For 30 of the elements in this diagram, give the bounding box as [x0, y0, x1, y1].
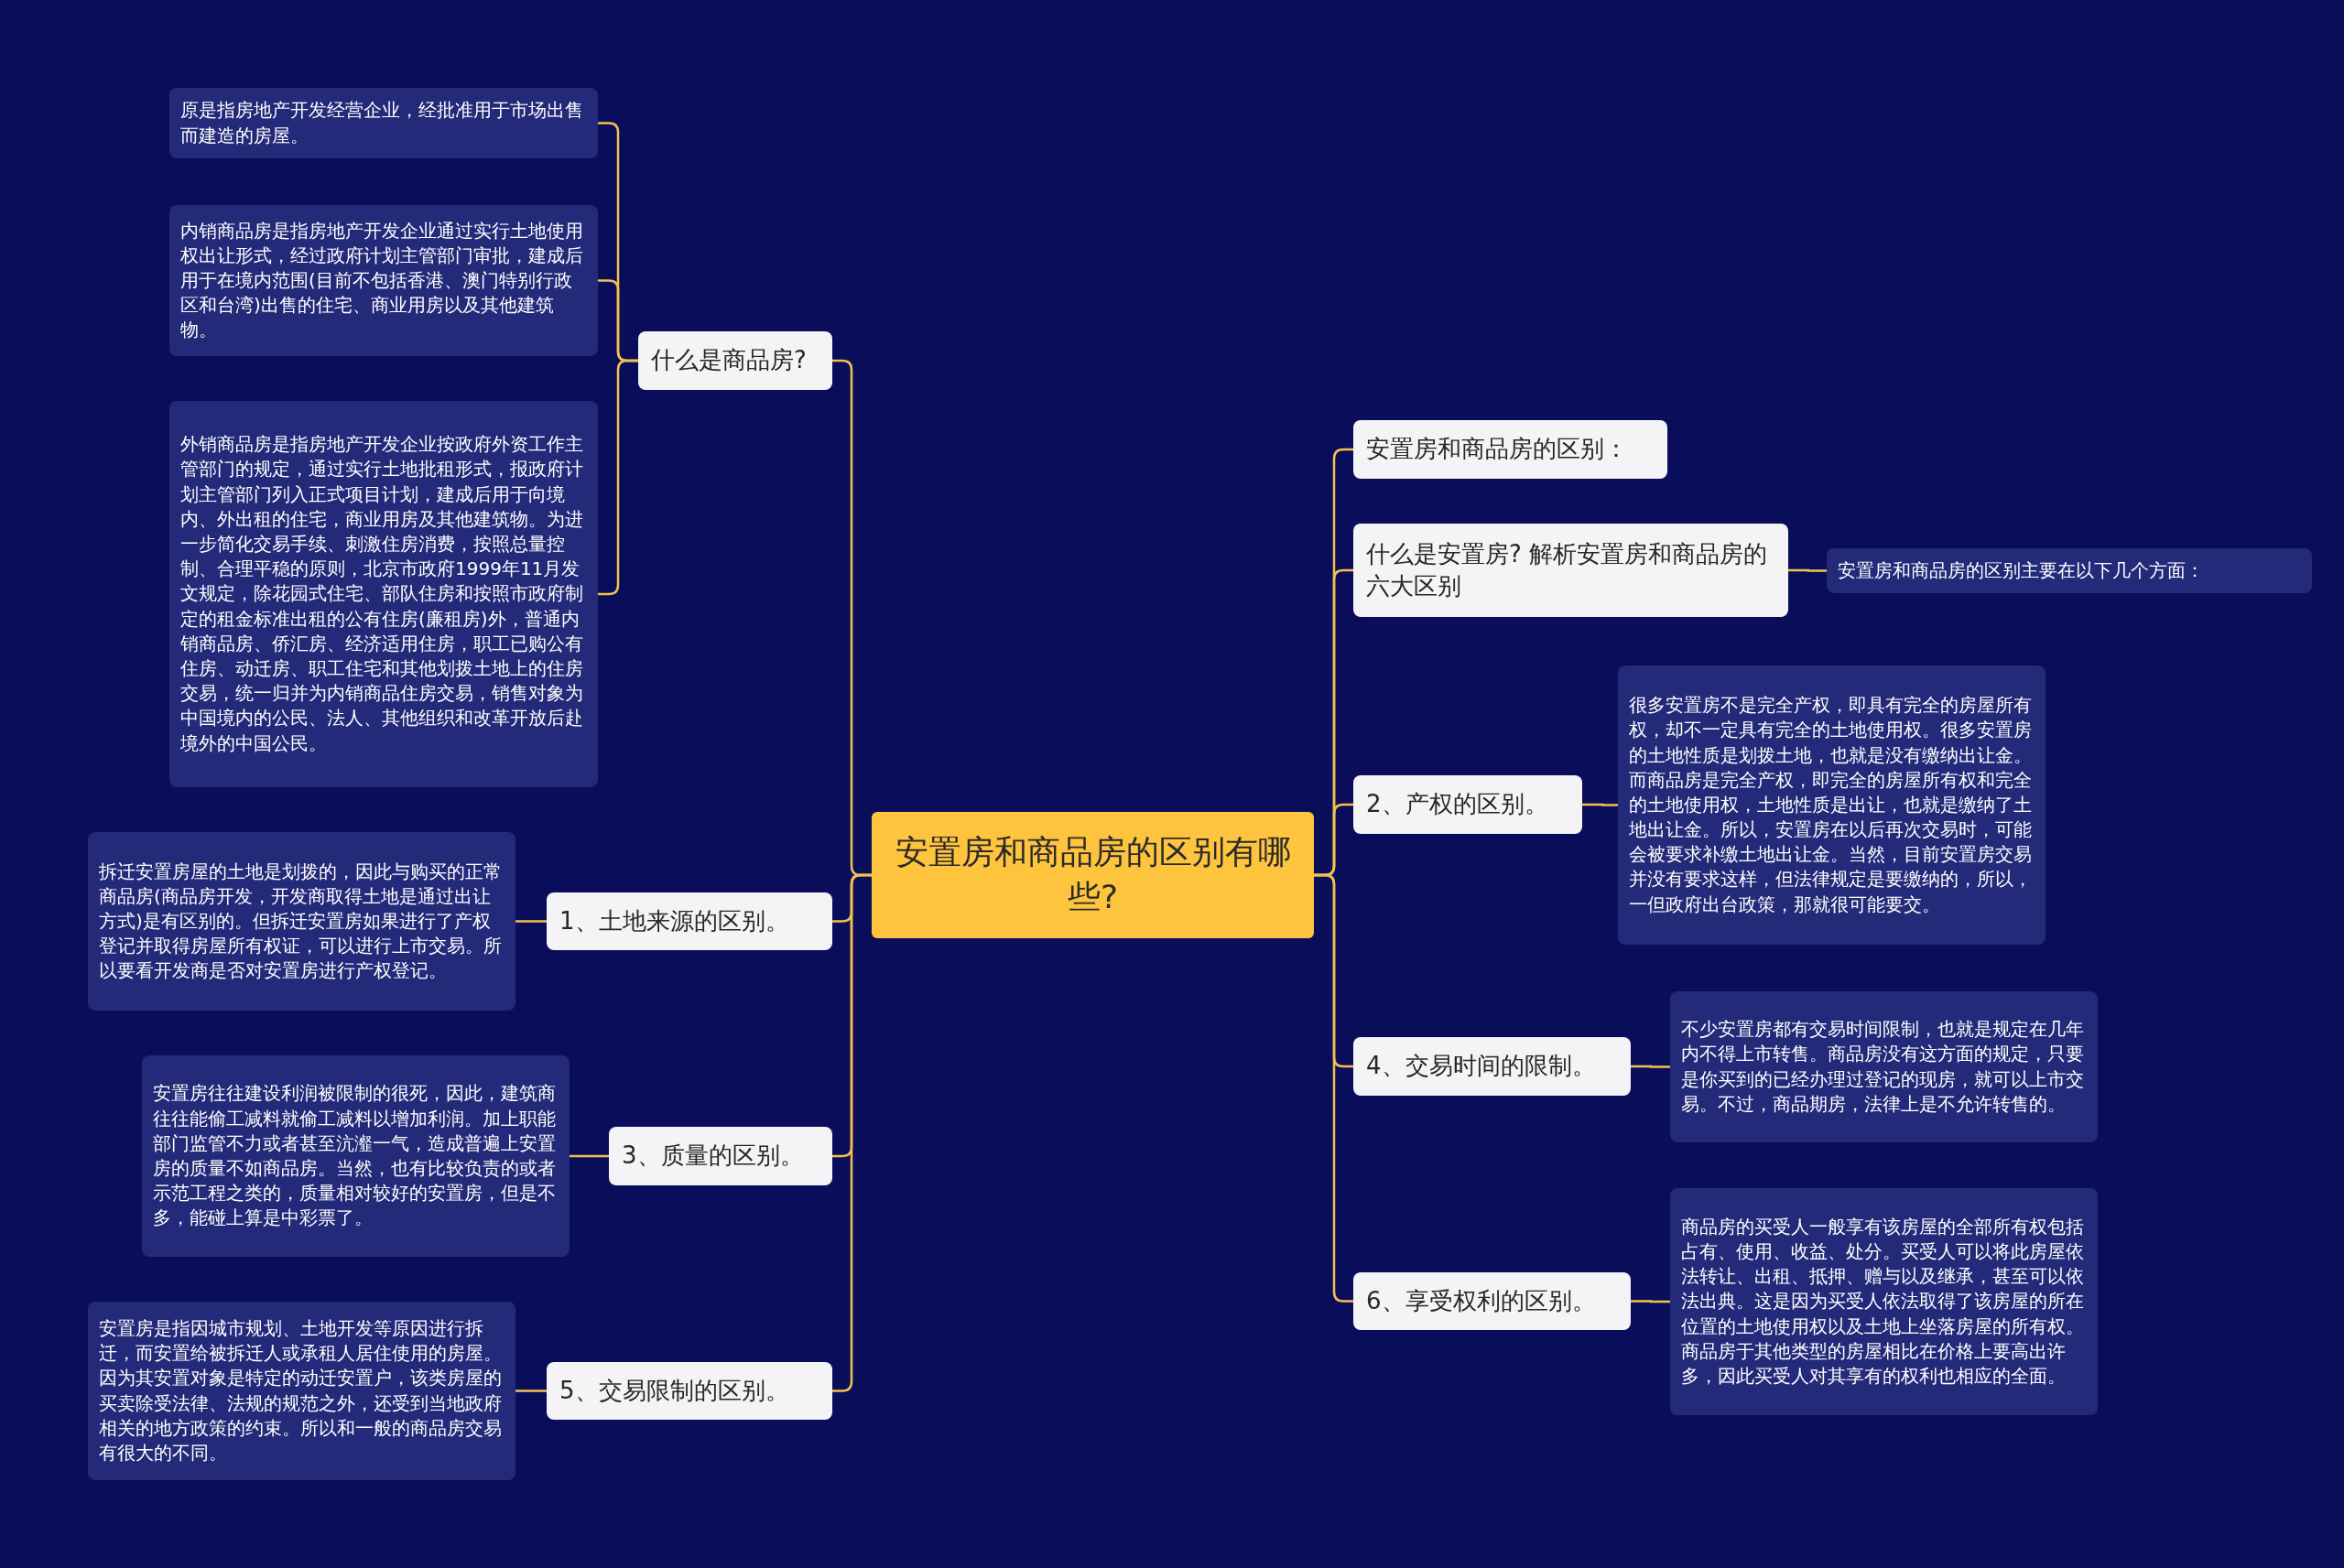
note-box: 安置房是指因城市规划、土地开发等原因进行拆迁，而安置给被拆迁人或承租人居住使用的房屋。因为其安置对象是特定的动迁安置户，该类房屋的买卖除受法律、法规的规范之外，还受到当地政府相关的地方政策的约束。所以和一般的商品房交易有很大的不同。	[88, 1302, 515, 1480]
connector-line	[598, 359, 638, 596]
topic-box: 5、交易限制的区别。	[547, 1362, 832, 1420]
note-box: 内销商品房是指房地产开发企业通过实行土地使用权出让形式，经过政府计划主管部门审批，建成后用于在境内范围(目前不包括香港、澳门特别行政区和台湾)出售的住宅、商业用房以及其他建筑物。	[169, 205, 598, 356]
topic-box: 1、土地来源的区别。	[547, 892, 832, 950]
note-box: 安置房和商品房的区别主要在以下几个方面：	[1827, 548, 2312, 593]
topic-box: 3、质量的区别。	[609, 1127, 832, 1185]
topic-box: 安置房和商品房的区别：	[1353, 420, 1667, 479]
connector-line	[1788, 568, 1827, 572]
note-box: 原是指房地产开发经营企业，经批准用于市场出售而建造的房屋。	[169, 88, 598, 158]
topic-box: 什么是商品房?	[638, 331, 832, 390]
connector-line	[1582, 803, 1618, 806]
connector-line	[1314, 873, 1353, 1303]
connector-line	[515, 1390, 547, 1392]
topic-box: 6、享受权利的区别。	[1353, 1272, 1631, 1330]
connector-line	[1631, 1065, 1670, 1068]
connector-line	[1631, 1300, 1670, 1303]
note-box: 商品房的买受人一般享有该房屋的全部所有权包括占有、使用、收益、处分。买受人可以将此房屋依法转让、出租、抵押、赠与以及继承，甚至可以依法出典。这是因为买受人依法取得了该房屋的所在位置的土地使用权以及土地上坐落房屋的所有权。商品房于其他类型的房屋相比在价格上要高出许多，因此买受人对其享有的权利也相应的全面。	[1670, 1188, 2098, 1415]
note-box: 外销商品房是指房地产开发企业按政府外资工作主管部门的规定，通过实行土地批租形式，报政府计划主管部门列入正式项目计划，建成后用于向境内、外出租的住宅，商业用房及其他建筑物。为进一步简化交易手续、刺激住房消费，按照总量控制、合理平稳的原则，北京市政府1999年11月发文规定，除花园式住宅、部队住房和按照市政府制定的租金标准出租的公有住房(廉租房)外，普通内销商品房、侨汇房、经济适用住房，职工已购公有住房、动迁房、职工住宅和其他划拨土地上的住房交易，统一归并为内销商品住房交易，销售对象为中国境内的公民、法人、其他组织和改革开放后赴境外的中国公民。	[169, 401, 598, 787]
connector-line	[570, 1154, 609, 1158]
topic-box: 2、产权的区别。	[1353, 775, 1582, 834]
topic-box: 4、交易时间的限制。	[1353, 1037, 1631, 1096]
connector-line	[515, 920, 547, 923]
note-box: 安置房往往建设利润被限制的很死，因此，建筑商往往能偷工减料就偷工减料以增加利润。加上职能部门监管不力或者甚至沆瀣一气，造成普遍上安置房的质量不如商品房。当然，也有比较负责的或者示范工程之类的，质量相对较好的安置房，但是不多，能碰上算是中彩票了。	[142, 1055, 570, 1257]
connector-line	[832, 873, 872, 1392]
topic-box: 什么是安置房? 解析安置房和商品房的六大区别	[1353, 524, 1788, 617]
note-box: 不少安置房都有交易时间限制，也就是规定在几年内不得上市转售。商品房没有这方面的规定，只要是你买到的已经办理过登记的现房，就可以上市交易。不过，商品期房，法律上是不允许转售的。	[1670, 991, 2098, 1142]
central-topic-box: 安置房和商品房的区别有哪些?	[872, 812, 1314, 938]
note-box: 拆迁安置房屋的土地是划拨的，因此与购买的正常商品房(商品房开发，开发商取得土地是通过出让方式)是有区别的。但拆迁安置房如果进行了产权登记并取得房屋所有权证，可以进行上市交易。所以要看开发商是否对安置房进行产权登记。	[88, 832, 515, 1011]
note-box: 很多安置房不是完全产权，即具有完全的房屋所有权，却不一定具有完全的土地使用权。很多安置房的土地性质是划拨土地，也就是没有缴纳出让金。而商品房是完全产权，即完全的房屋所有权和完全的土地使用权，土地性质是出让，也就是缴纳了土地出让金。所以，安置房在以后再次交易时，可能会被要求补缴土地出让金。当然，目前安置房交易并没有要求这样，但法律规定是要缴纳的，所以，一但政府出台政策，那就很可能要交。	[1618, 665, 2046, 945]
